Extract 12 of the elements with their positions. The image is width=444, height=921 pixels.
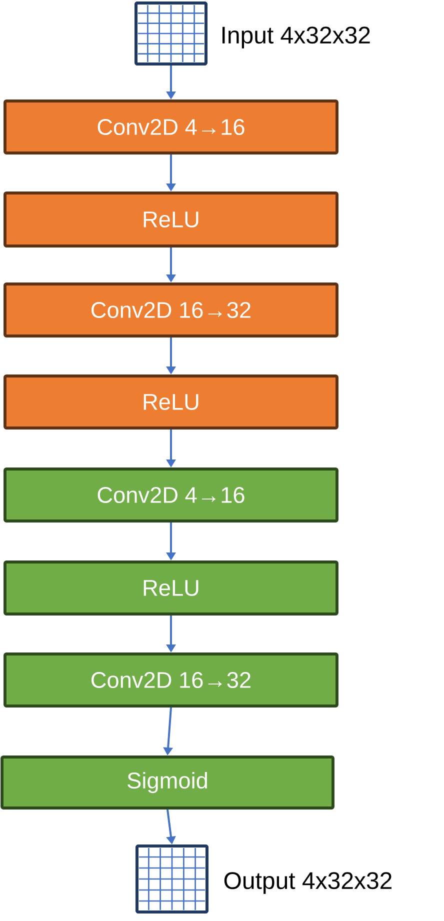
grid-icon [134,2,208,66]
layer-box: Conv2D 4→16 [4,100,338,154]
layer-box: Conv2D 4→16 [4,468,338,522]
layer-box: ReLU [4,374,338,430]
layer-box: ReLU [4,192,338,248]
tensor-label: Input 4x32x32 [222,26,370,48]
tensor-label: Output 4x32x32 [224,872,392,894]
layer-box: Conv2D 16→32 [4,652,338,708]
layer-box: ReLU [4,560,338,616]
grid-icon [136,844,208,914]
layer-box: Conv2D 16→32 [4,282,338,338]
layer-box: Sigmoid [0,756,334,810]
